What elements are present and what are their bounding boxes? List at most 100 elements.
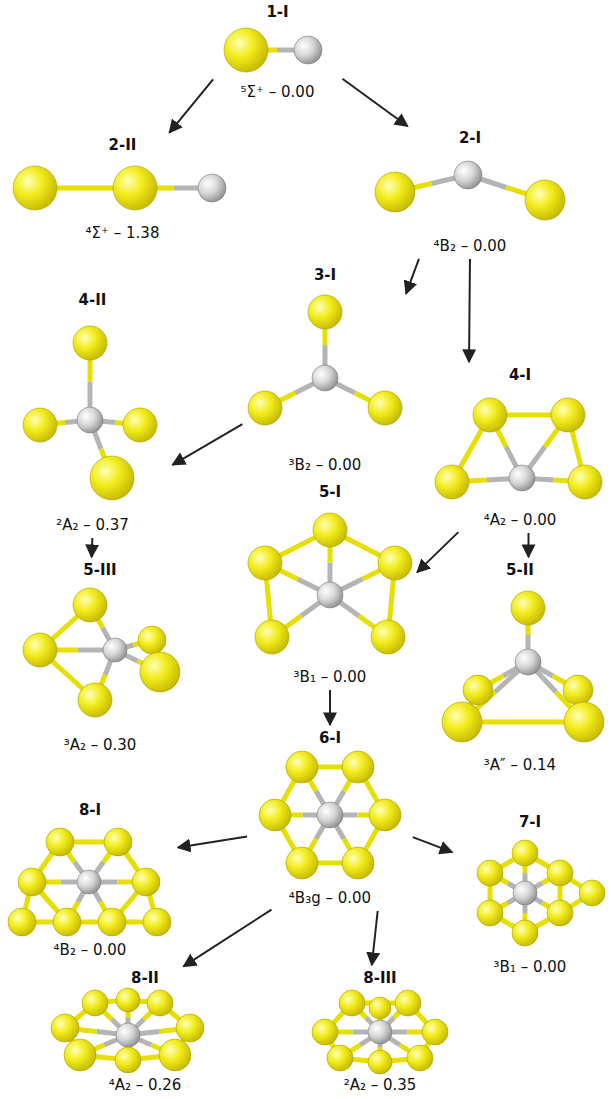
gold-atom — [407, 1045, 433, 1071]
gold-atom — [51, 1014, 79, 1042]
gold-atom — [547, 860, 573, 886]
gold-atom — [116, 988, 140, 1012]
gold-atom — [53, 908, 81, 936]
isomer-label: 8-II — [131, 968, 159, 988]
gold-atom — [98, 908, 126, 936]
cluster-node: 5-II³A″ – 0.14 — [435, 560, 605, 775]
gold-atom — [18, 868, 46, 896]
gold-atom — [64, 1039, 96, 1071]
gold-atom — [525, 180, 565, 220]
state-energy: ³B₁ – 0.00 — [294, 667, 367, 687]
gold-atom — [563, 675, 593, 705]
gold-atom — [339, 990, 365, 1016]
gold-atom — [140, 652, 180, 692]
gold-atom — [568, 465, 602, 499]
gold-atom — [23, 633, 57, 667]
gold-atom — [477, 900, 503, 926]
gold-atom — [90, 456, 134, 500]
gold-atom — [176, 1014, 204, 1042]
cluster-structure — [477, 840, 605, 946]
growth-arrow — [184, 910, 272, 967]
gold-atom — [159, 1039, 191, 1071]
cluster-structure — [442, 591, 604, 742]
growth-arrow — [178, 836, 247, 847]
gold-atom — [368, 1050, 392, 1074]
cluster-structure — [23, 326, 157, 500]
gold-atom — [308, 295, 342, 329]
cluster-structure — [248, 295, 402, 425]
gold-atom — [13, 166, 57, 210]
gold-atom — [342, 847, 374, 879]
gold-atom — [313, 513, 347, 547]
gold-atom — [512, 840, 538, 866]
isomer-label: 5-III — [83, 560, 116, 580]
growth-arrow — [413, 837, 452, 852]
cluster-node: 4-II²A₂ – 0.37 — [15, 290, 170, 535]
scandium-atom — [294, 36, 322, 64]
scandium-atom — [198, 174, 226, 202]
isomer-label: 2-I — [459, 128, 481, 148]
cluster-node: 2-II⁴Σ⁺ – 1.38 — [10, 135, 235, 243]
growth-arrow — [169, 79, 213, 132]
isomer-label: 5-II — [506, 560, 534, 580]
scandium-atom — [454, 161, 482, 189]
gold-atom — [73, 588, 107, 622]
cluster-structure — [13, 166, 226, 210]
isomer-label: 8-I — [79, 800, 101, 820]
gold-atom — [512, 920, 538, 946]
gold-atom — [368, 391, 402, 425]
growth-arrow — [91, 538, 94, 557]
gold-atom — [547, 900, 573, 926]
state-energy: ²A₂ – 0.35 — [344, 1075, 417, 1095]
state-energy: ⁴A₂ – 0.26 — [109, 1075, 182, 1095]
scandium-atom — [317, 802, 343, 828]
state-energy: ⁴B₂ – 0.00 — [434, 236, 507, 256]
cluster-node: 5-I³B₁ – 0.00 — [245, 482, 415, 687]
cluster-node: 8-III²A₂ – 0.35 — [295, 968, 465, 1095]
gold-atom — [138, 626, 166, 654]
state-energy: ⁵Σ⁺ – 0.00 — [241, 82, 315, 102]
scandium-atom — [77, 870, 101, 894]
cluster-structure — [375, 161, 565, 220]
gold-atom — [286, 751, 318, 783]
state-energy: ³B₁ – 0.00 — [494, 957, 567, 977]
cluster-structure — [8, 828, 171, 936]
growth-arrow — [372, 911, 378, 965]
gold-atom — [378, 546, 412, 580]
gold-atom — [551, 398, 585, 432]
isomer-label: 1-I — [266, 2, 288, 22]
cluster-structure — [248, 513, 412, 654]
cluster-structure — [259, 751, 401, 879]
gold-atom — [435, 465, 469, 499]
gold-atom — [132, 868, 160, 896]
gold-atom — [375, 172, 415, 212]
growth-arrow — [342, 79, 407, 126]
state-energy: ⁴B₂ – 0.00 — [54, 940, 127, 960]
growth-arrow — [329, 690, 331, 725]
gold-atom — [248, 546, 282, 580]
gold-atom — [442, 702, 482, 742]
cluster-structure — [224, 28, 322, 72]
scandium-atom — [77, 407, 103, 433]
cluster-node: 3-I³B₂ – 0.00 — [245, 265, 405, 475]
scandium-atom — [312, 365, 338, 391]
cluster-node: 5-III³A₂ – 0.30 — [15, 560, 185, 755]
scandium-atom — [515, 649, 541, 675]
scandium-atom — [513, 881, 537, 905]
gold-atom — [579, 880, 605, 906]
cluster-node: 8-II ⁴A₂ – 0.26 — [55, 968, 235, 1095]
gold-atom — [422, 1019, 448, 1045]
state-energy: ⁴A₂ – 0.00 — [484, 510, 557, 530]
gold-atom — [255, 620, 289, 654]
gold-atom — [147, 990, 173, 1016]
cluster-structure — [312, 990, 448, 1074]
growth-arrow — [417, 532, 458, 572]
cluster-node: 6-I⁴B₃g – 0.00 — [250, 728, 410, 908]
gold-atom — [8, 908, 36, 936]
cluster-node: 2-I ⁴B₂ – 0.00 — [370, 128, 570, 256]
isomer-label: 3-I — [314, 265, 336, 285]
scandium-atom — [509, 465, 535, 491]
growth-arrow — [406, 259, 419, 294]
cluster-node: 7-I³B₁ – 0.00 — [455, 812, 605, 977]
